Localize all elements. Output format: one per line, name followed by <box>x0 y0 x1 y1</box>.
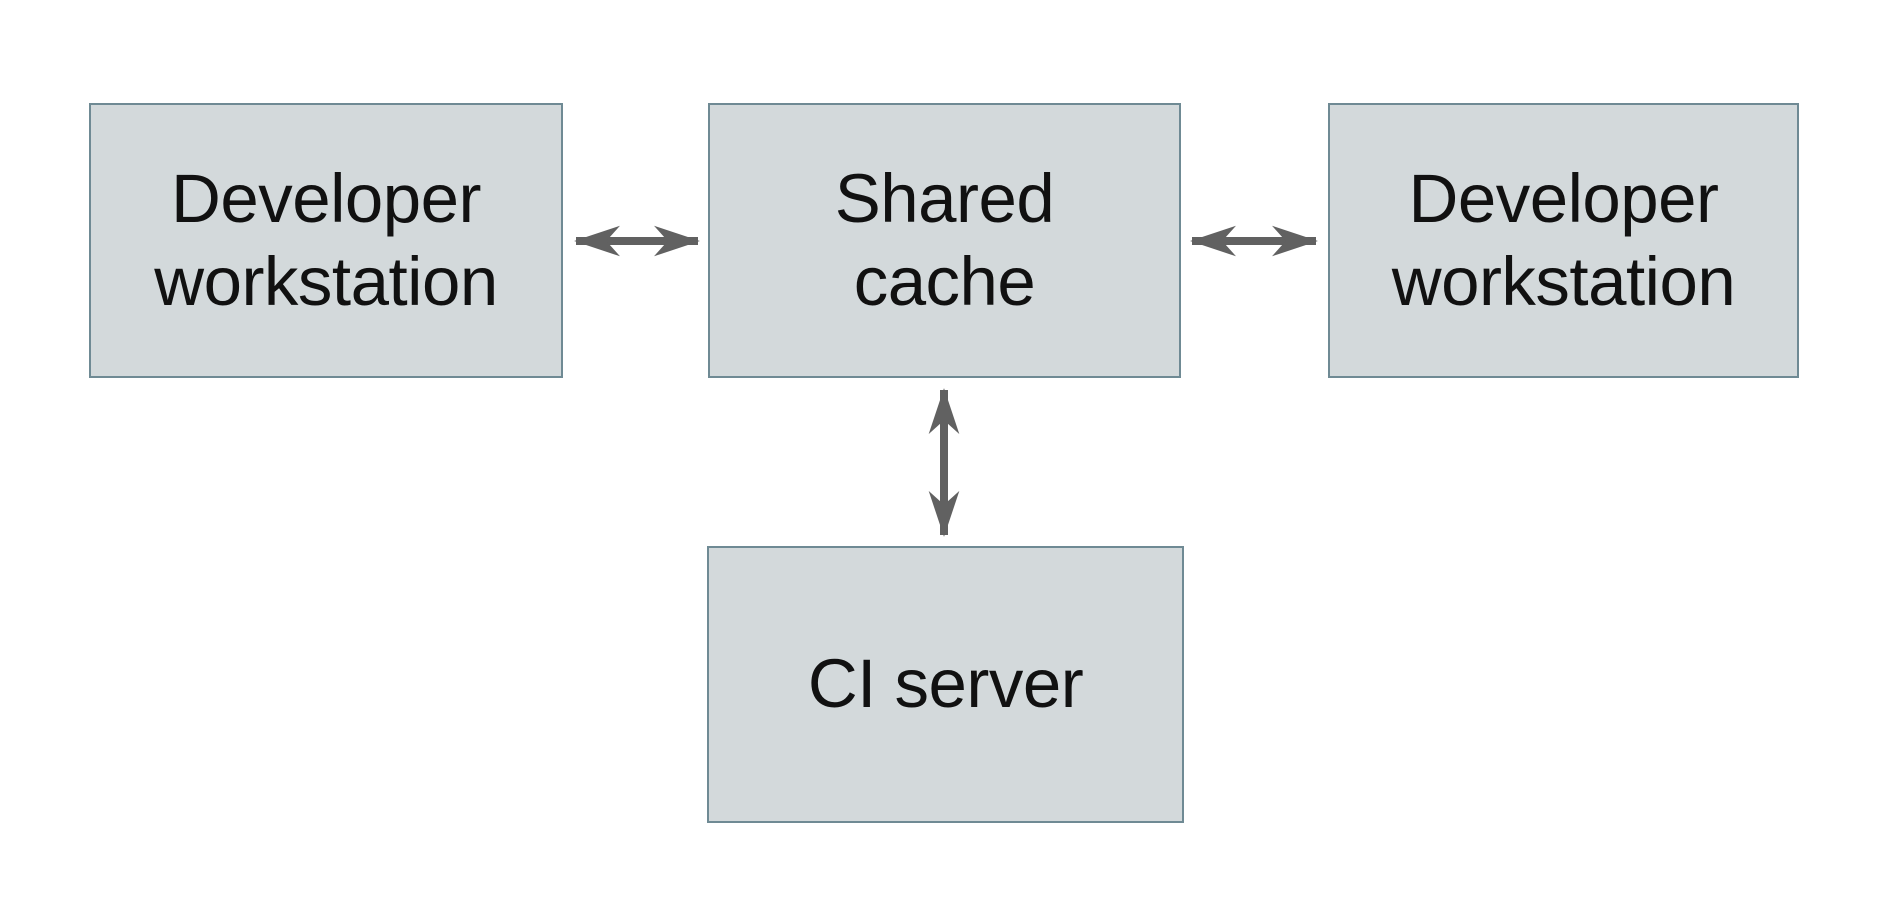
node-developer-workstation-right: Developer workstation <box>1328 103 1799 378</box>
node-label-line: workstation <box>154 242 498 320</box>
node-label-line: Shared <box>834 159 1055 237</box>
node-developer-workstation-left: Developer workstation <box>89 103 563 378</box>
node-label-line: cache <box>853 242 1036 320</box>
node-ci-server: CI server <box>707 546 1184 823</box>
node-label-line: workstation <box>1391 242 1736 320</box>
node-label-line: CI server <box>807 645 1084 723</box>
node-shared-cache: Shared cache <box>708 103 1181 378</box>
node-label-line: Developer <box>1408 159 1719 237</box>
node-label-line: Developer <box>170 159 482 237</box>
